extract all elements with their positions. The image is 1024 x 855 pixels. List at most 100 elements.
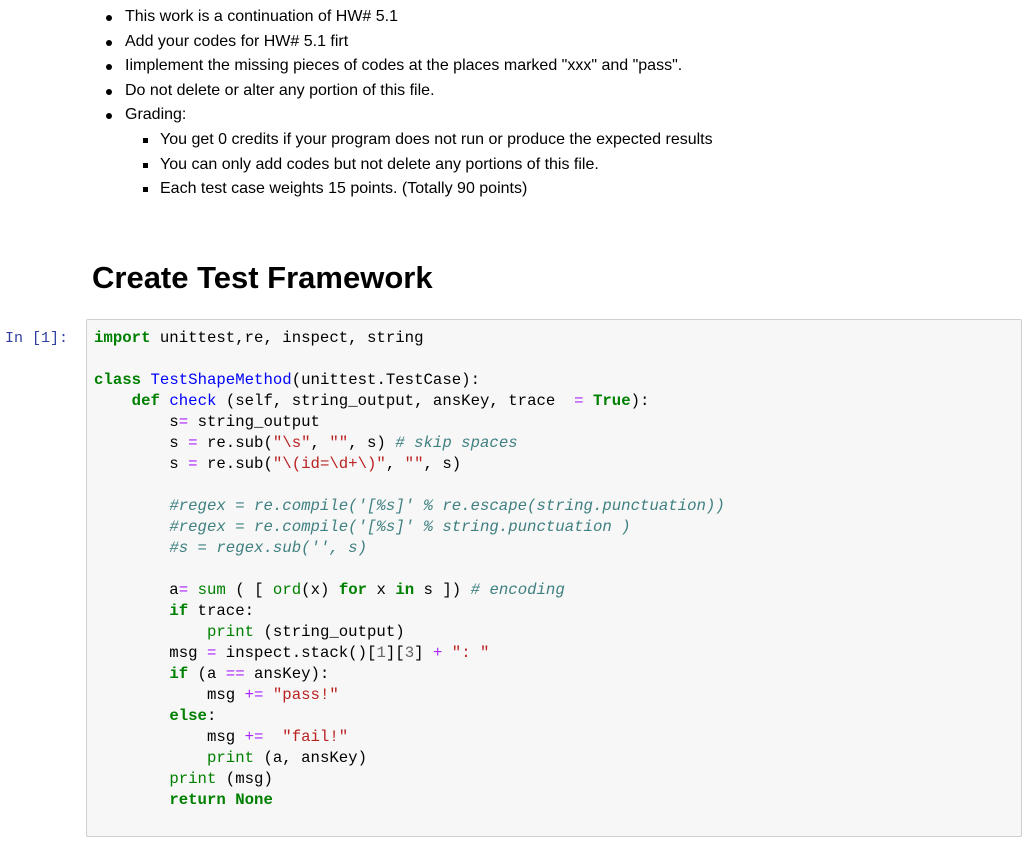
code-token: msg	[94, 686, 245, 704]
code-token: def	[131, 392, 160, 410]
code-token: for	[338, 581, 368, 599]
code-token: ""	[404, 455, 424, 473]
code-line: ​	[94, 559, 725, 580]
list-item-text: Do not delete or alter any portion of th…	[125, 81, 435, 99]
code-token: ):	[630, 392, 650, 410]
code-token: (a, ansKey)	[254, 749, 368, 767]
code-token: # encoding	[470, 581, 565, 599]
code-token: class	[94, 371, 142, 389]
list-item-text: Add your codes for HW# 5.1 firt	[125, 32, 349, 50]
bullet-icon	[106, 15, 112, 21]
code-line: print (a, ansKey)	[94, 748, 725, 769]
code-line: s= string_output	[94, 412, 725, 433]
code-token: "fail!"	[282, 728, 349, 746]
code-token: +=	[244, 686, 264, 704]
code-token: =	[178, 581, 189, 599]
code-token	[94, 518, 169, 536]
code-token	[584, 392, 593, 410]
square-bullet-icon	[143, 187, 148, 193]
code-token: # skip spaces	[395, 434, 518, 452]
code-token: ,	[310, 434, 330, 452]
code-token: ( [	[225, 581, 273, 599]
code-token	[94, 497, 169, 515]
code-token	[94, 623, 207, 641]
code-token: None	[235, 791, 273, 809]
code-token	[94, 770, 169, 788]
code-token: (a	[188, 665, 226, 683]
list-item: You can only add codes but not delete an…	[92, 153, 713, 178]
code-token: s	[94, 455, 189, 473]
code-line: print (msg)	[94, 769, 725, 790]
code-token	[160, 392, 169, 410]
code-token: msg	[94, 644, 207, 662]
code-token: ": "	[451, 644, 490, 662]
code-line: if (a == ansKey):	[94, 664, 725, 685]
code-token: msg	[94, 728, 245, 746]
code-token: sum	[197, 581, 226, 599]
code-token: ,	[385, 455, 405, 473]
list-item-text: Iimplement the missing pieces of codes a…	[125, 57, 683, 75]
code-token: inspect.stack()[	[216, 644, 377, 662]
code-token	[188, 581, 197, 599]
code-token: =	[188, 434, 198, 452]
code-token: print	[206, 623, 255, 641]
code-token: unittest,re, inspect, string	[150, 329, 424, 347]
code-token: "pass!"	[272, 686, 339, 704]
bullet-icon	[106, 88, 112, 95]
section-heading: Create Test Framework	[92, 260, 433, 295]
code-cell[interactable]: import unittest,re, inspect, string​clas…	[86, 319, 1022, 837]
code-token: :	[206, 707, 217, 725]
bullet-icon	[106, 64, 112, 71]
code-token: s	[94, 434, 189, 452]
code-token: (self, string_output, ansKey, trace	[216, 392, 575, 410]
code-line: import unittest,re, inspect, string	[94, 328, 725, 349]
code-token: re.sub(	[197, 434, 273, 452]
code-token: (string_output)	[254, 623, 405, 641]
code-line: a= sum ( [ ord(x) for x in s ]) # encodi…	[94, 580, 725, 601]
code-token: if	[169, 665, 189, 683]
list-item-text: You can only add codes but not delete an…	[160, 155, 599, 173]
list-item: Grading:	[92, 103, 682, 128]
code-token: x	[367, 581, 396, 599]
code-token	[263, 686, 272, 704]
code-token: print	[206, 749, 255, 767]
code-token: "\s"	[272, 434, 311, 452]
code-token: +=	[244, 728, 264, 746]
list-item: Iimplement the missing pieces of codes a…	[92, 54, 682, 79]
code-token: =	[206, 644, 217, 662]
code-token	[94, 665, 169, 683]
code-token: a	[94, 581, 179, 599]
code-token: (x)	[301, 581, 339, 599]
code-line: #s = regex.sub('', s)	[94, 538, 725, 559]
code-token: ord	[272, 581, 302, 599]
code-token: =	[574, 392, 584, 410]
code-line: #regex = re.compile('[%s]' % string.punc…	[94, 517, 725, 538]
code-token: , s)	[423, 455, 462, 473]
code-token: (unittest.TestCase):	[291, 371, 480, 389]
list-item-text: Each test case weights 15 points. (Total…	[160, 180, 528, 198]
code-token: ==	[225, 665, 245, 683]
code-token	[94, 602, 169, 620]
code-token: "\(id=\d+\)"	[272, 455, 386, 473]
code-token: import	[94, 329, 151, 347]
square-bullet-icon	[143, 162, 148, 168]
code-token	[226, 791, 235, 809]
code-token: +	[432, 644, 443, 662]
list-item: Do not delete or alter any portion of th…	[92, 79, 682, 104]
code-line: #regex = re.compile('[%s]' % re.escape(s…	[94, 496, 725, 517]
list-item-text: Grading:	[125, 106, 187, 124]
code-line: msg = inspect.stack()[1][3] + ": "	[94, 643, 725, 664]
code-editor[interactable]: import unittest,re, inspect, string​clas…	[94, 328, 725, 811]
code-token	[442, 644, 451, 662]
code-token: #regex = re.compile('[%s]' % re.escape(s…	[169, 497, 725, 515]
code-token: 3	[404, 644, 415, 662]
code-line: ​	[94, 349, 725, 370]
code-token: 1	[376, 644, 386, 662]
grading-list: You get 0 credits if your program does n…	[92, 128, 713, 202]
square-bullet-icon	[143, 138, 148, 143]
code-line: class TestShapeMethod(unittest.TestCase)…	[94, 370, 725, 391]
code-token: s	[94, 413, 179, 431]
list-item: You get 0 credits if your program does n…	[92, 128, 713, 153]
code-token: in	[395, 581, 415, 599]
code-token: #regex = re.compile('[%s]' % string.punc…	[169, 518, 631, 536]
